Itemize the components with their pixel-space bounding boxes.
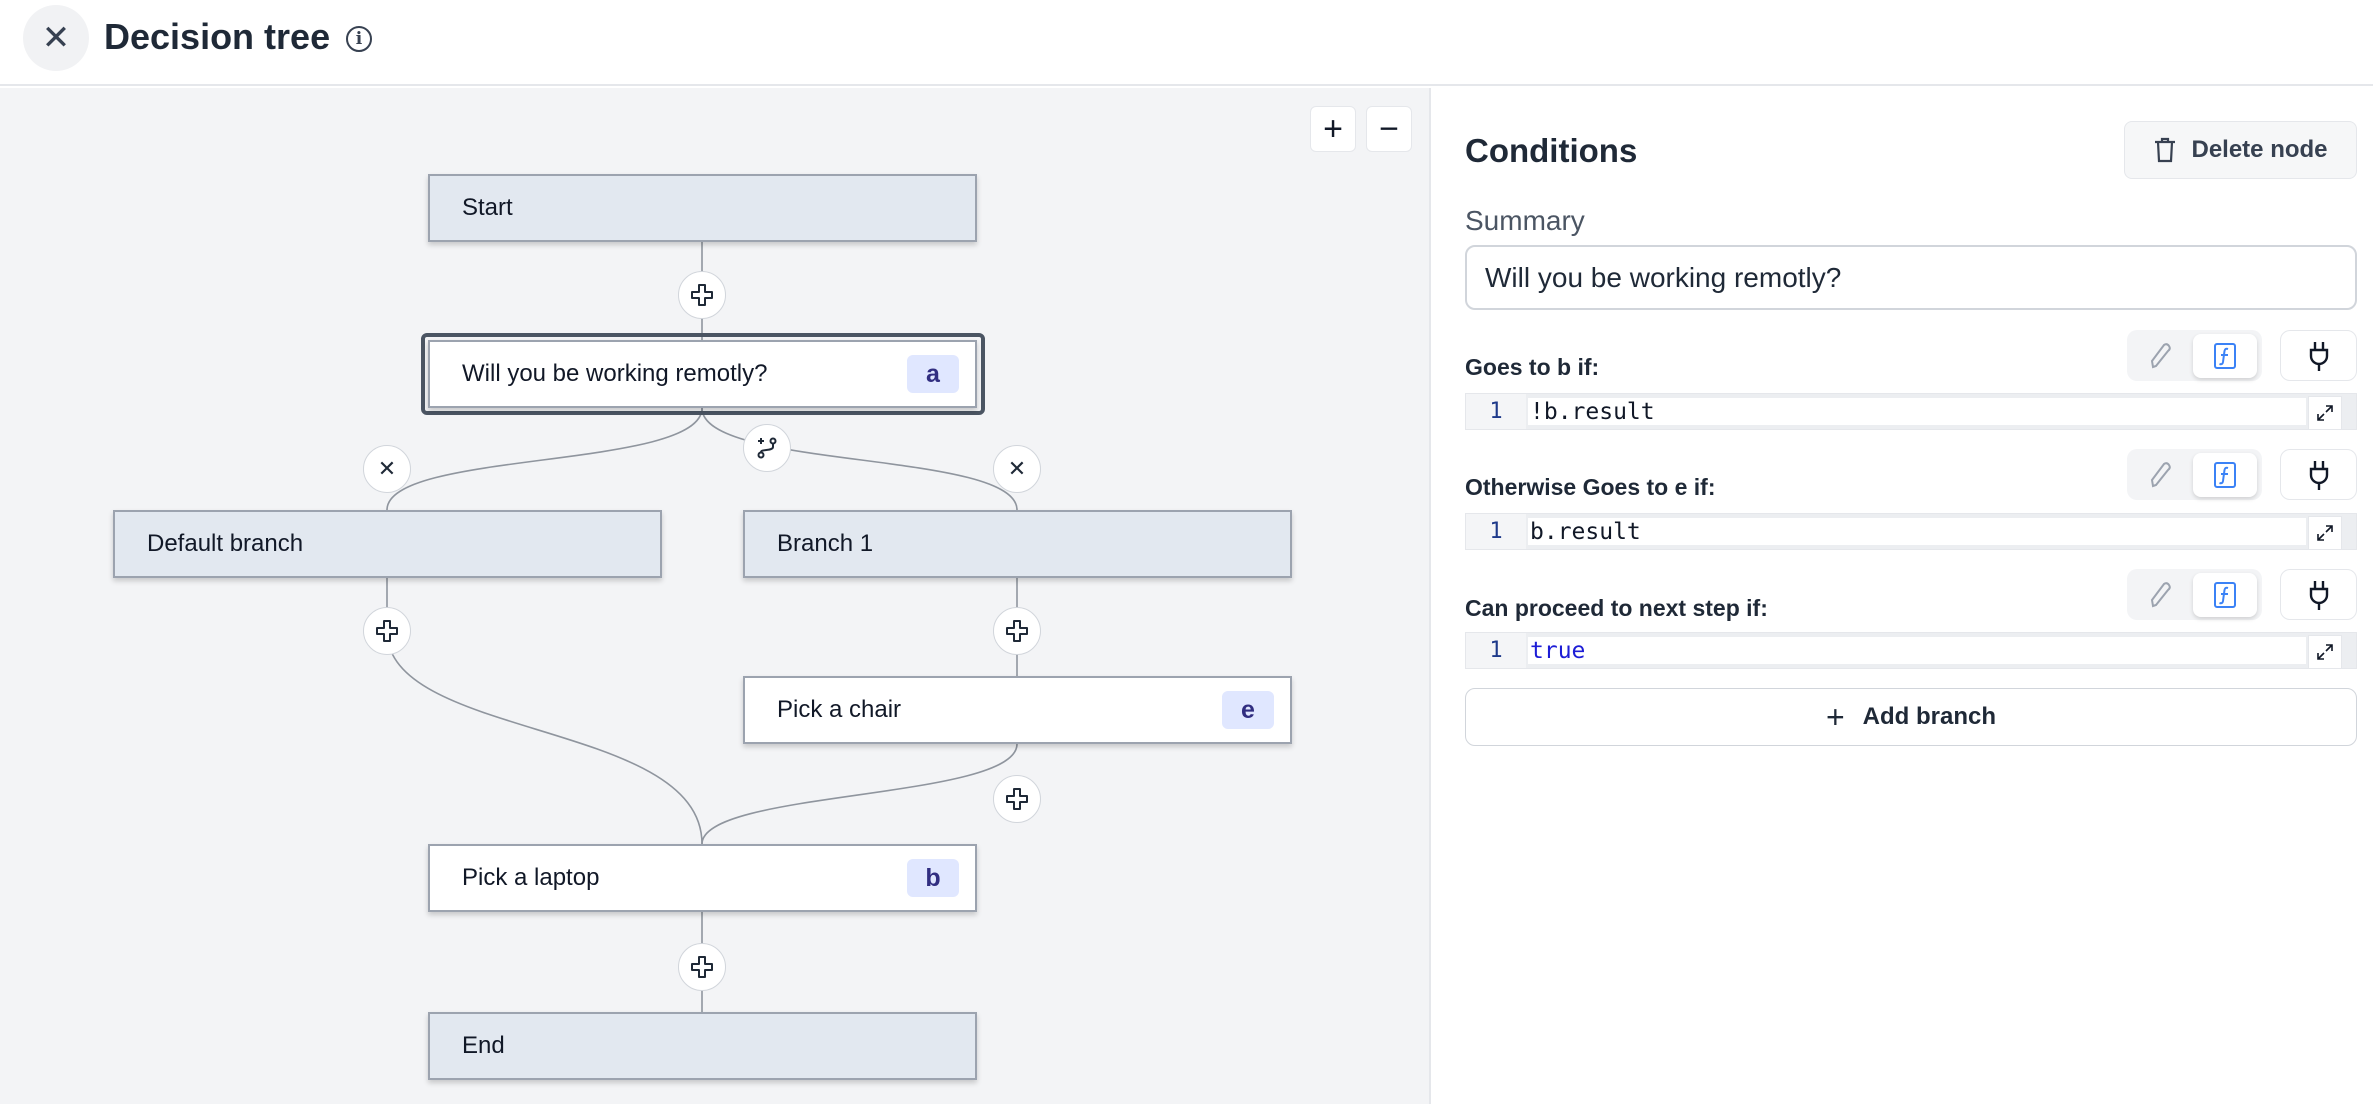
expand-button[interactable] xyxy=(2308,635,2342,669)
plus-icon xyxy=(691,284,713,306)
plus-icon xyxy=(1006,788,1028,810)
info-icon[interactable]: i xyxy=(346,26,372,52)
code-text[interactable]: b.result xyxy=(1528,518,2306,545)
node-label: End xyxy=(462,1032,505,1059)
node-badge: a xyxy=(907,355,959,393)
function-mode-button[interactable] xyxy=(2193,453,2257,497)
connect-button[interactable] xyxy=(2280,569,2357,620)
edge-default-laptop xyxy=(386,576,703,845)
panel-title: Conditions xyxy=(1465,132,1638,169)
summary-label: Summary xyxy=(1465,205,1585,236)
function-icon xyxy=(2214,343,2236,369)
add-step-button[interactable] xyxy=(993,775,1041,823)
close-icon: ✕ xyxy=(1007,456,1027,481)
line-number: 1 xyxy=(1466,514,1526,549)
node-question[interactable]: Will you be working remotly? a xyxy=(428,340,977,408)
pencil-icon xyxy=(2150,581,2171,607)
plus-icon: + xyxy=(1825,698,1845,735)
mode-toggle xyxy=(2127,330,2262,381)
edge-question-default xyxy=(386,407,703,511)
node-start[interactable]: Start xyxy=(428,174,977,242)
add-step-button[interactable] xyxy=(678,271,726,319)
expand-icon xyxy=(2317,525,2333,541)
code-editor[interactable]: 1 !b.result xyxy=(1465,393,2357,430)
node-branch-1[interactable]: Branch 1 xyxy=(743,510,1292,578)
plug-icon xyxy=(2309,341,2328,371)
delete-node-label: Delete node xyxy=(2191,136,2328,163)
add-branch-button[interactable]: + Add branch xyxy=(1465,688,2357,746)
edit-mode-button[interactable] xyxy=(2127,330,2193,381)
node-badge: e xyxy=(1222,691,1274,729)
line-number: 1 xyxy=(1466,633,1526,668)
branch-icon xyxy=(757,437,777,459)
close-icon: ✕ xyxy=(377,456,397,481)
add-branch-label: Add branch xyxy=(1862,703,1997,730)
node-pick-chair[interactable]: Pick a chair e xyxy=(743,676,1292,744)
flow-canvas[interactable]: + − Start Will you be working remotly?a … xyxy=(0,88,1431,1104)
edge-question-branch1 xyxy=(701,407,1018,511)
condition-label: Goes to b if: xyxy=(1465,354,1600,380)
plug-icon xyxy=(2309,580,2328,610)
function-icon xyxy=(2214,462,2236,488)
function-mode-button[interactable] xyxy=(2193,334,2257,378)
code-editor[interactable]: 1 b.result xyxy=(1465,513,2357,550)
connect-button[interactable] xyxy=(2280,330,2357,381)
delete-node-button[interactable]: Delete node xyxy=(2124,121,2357,179)
code-text[interactable]: !b.result xyxy=(1528,398,2306,425)
add-step-button[interactable] xyxy=(678,943,726,991)
node-label: Will you be working remotly? xyxy=(462,360,768,387)
mode-toggle xyxy=(2127,449,2262,500)
mode-toggle xyxy=(2127,569,2262,620)
close-button[interactable]: ✕ xyxy=(23,5,89,71)
add-branch-button[interactable] xyxy=(743,424,791,472)
header-bar: ✕ Decision tree i xyxy=(0,0,2373,86)
plus-icon xyxy=(376,620,398,642)
edit-mode-button[interactable] xyxy=(2127,569,2193,620)
plus-icon xyxy=(691,956,713,978)
condition-label: Can proceed to next step if: xyxy=(1465,595,1768,621)
expand-icon xyxy=(2317,405,2333,421)
zoom-in-button[interactable]: + xyxy=(1310,106,1356,152)
node-label: Pick a chair xyxy=(777,696,902,723)
expand-button[interactable] xyxy=(2308,396,2342,430)
plus-icon xyxy=(1006,620,1028,642)
node-label: Default branch xyxy=(147,530,304,557)
node-default-branch[interactable]: Default branch xyxy=(113,510,662,578)
code-text[interactable]: true xyxy=(1528,637,2306,664)
function-icon xyxy=(2214,582,2236,608)
node-label: Branch 1 xyxy=(777,530,874,557)
plug-icon xyxy=(2309,460,2328,490)
node-badge: b xyxy=(907,859,959,897)
edit-mode-button[interactable] xyxy=(2127,449,2193,500)
remove-branch-button[interactable]: ✕ xyxy=(363,445,411,493)
edge-chair-laptop xyxy=(701,743,1018,845)
add-step-button[interactable] xyxy=(993,607,1041,655)
condition-label: Otherwise Goes to e if: xyxy=(1465,474,1716,500)
node-pick-laptop[interactable]: Pick a laptop b xyxy=(428,844,977,912)
code-editor[interactable]: 1 true xyxy=(1465,632,2357,669)
line-number: 1 xyxy=(1466,394,1526,429)
zoom-out-button[interactable]: − xyxy=(1366,106,1412,152)
summary-input[interactable] xyxy=(1465,245,2357,310)
close-icon: ✕ xyxy=(41,19,71,57)
pencil-icon xyxy=(2150,342,2171,368)
expand-icon xyxy=(2317,644,2333,660)
trash-icon xyxy=(2155,137,2176,163)
connect-button[interactable] xyxy=(2280,449,2357,500)
node-end[interactable]: End xyxy=(428,1012,977,1080)
expand-button[interactable] xyxy=(2308,516,2342,550)
node-label: Start xyxy=(462,194,513,221)
remove-branch-button[interactable]: ✕ xyxy=(993,445,1041,493)
pencil-icon xyxy=(2150,461,2171,487)
node-label: Pick a laptop xyxy=(462,864,600,891)
function-mode-button[interactable] xyxy=(2193,573,2257,617)
add-step-button[interactable] xyxy=(363,607,411,655)
page-title: Decision tree xyxy=(104,16,331,57)
selected-outline xyxy=(421,333,985,415)
